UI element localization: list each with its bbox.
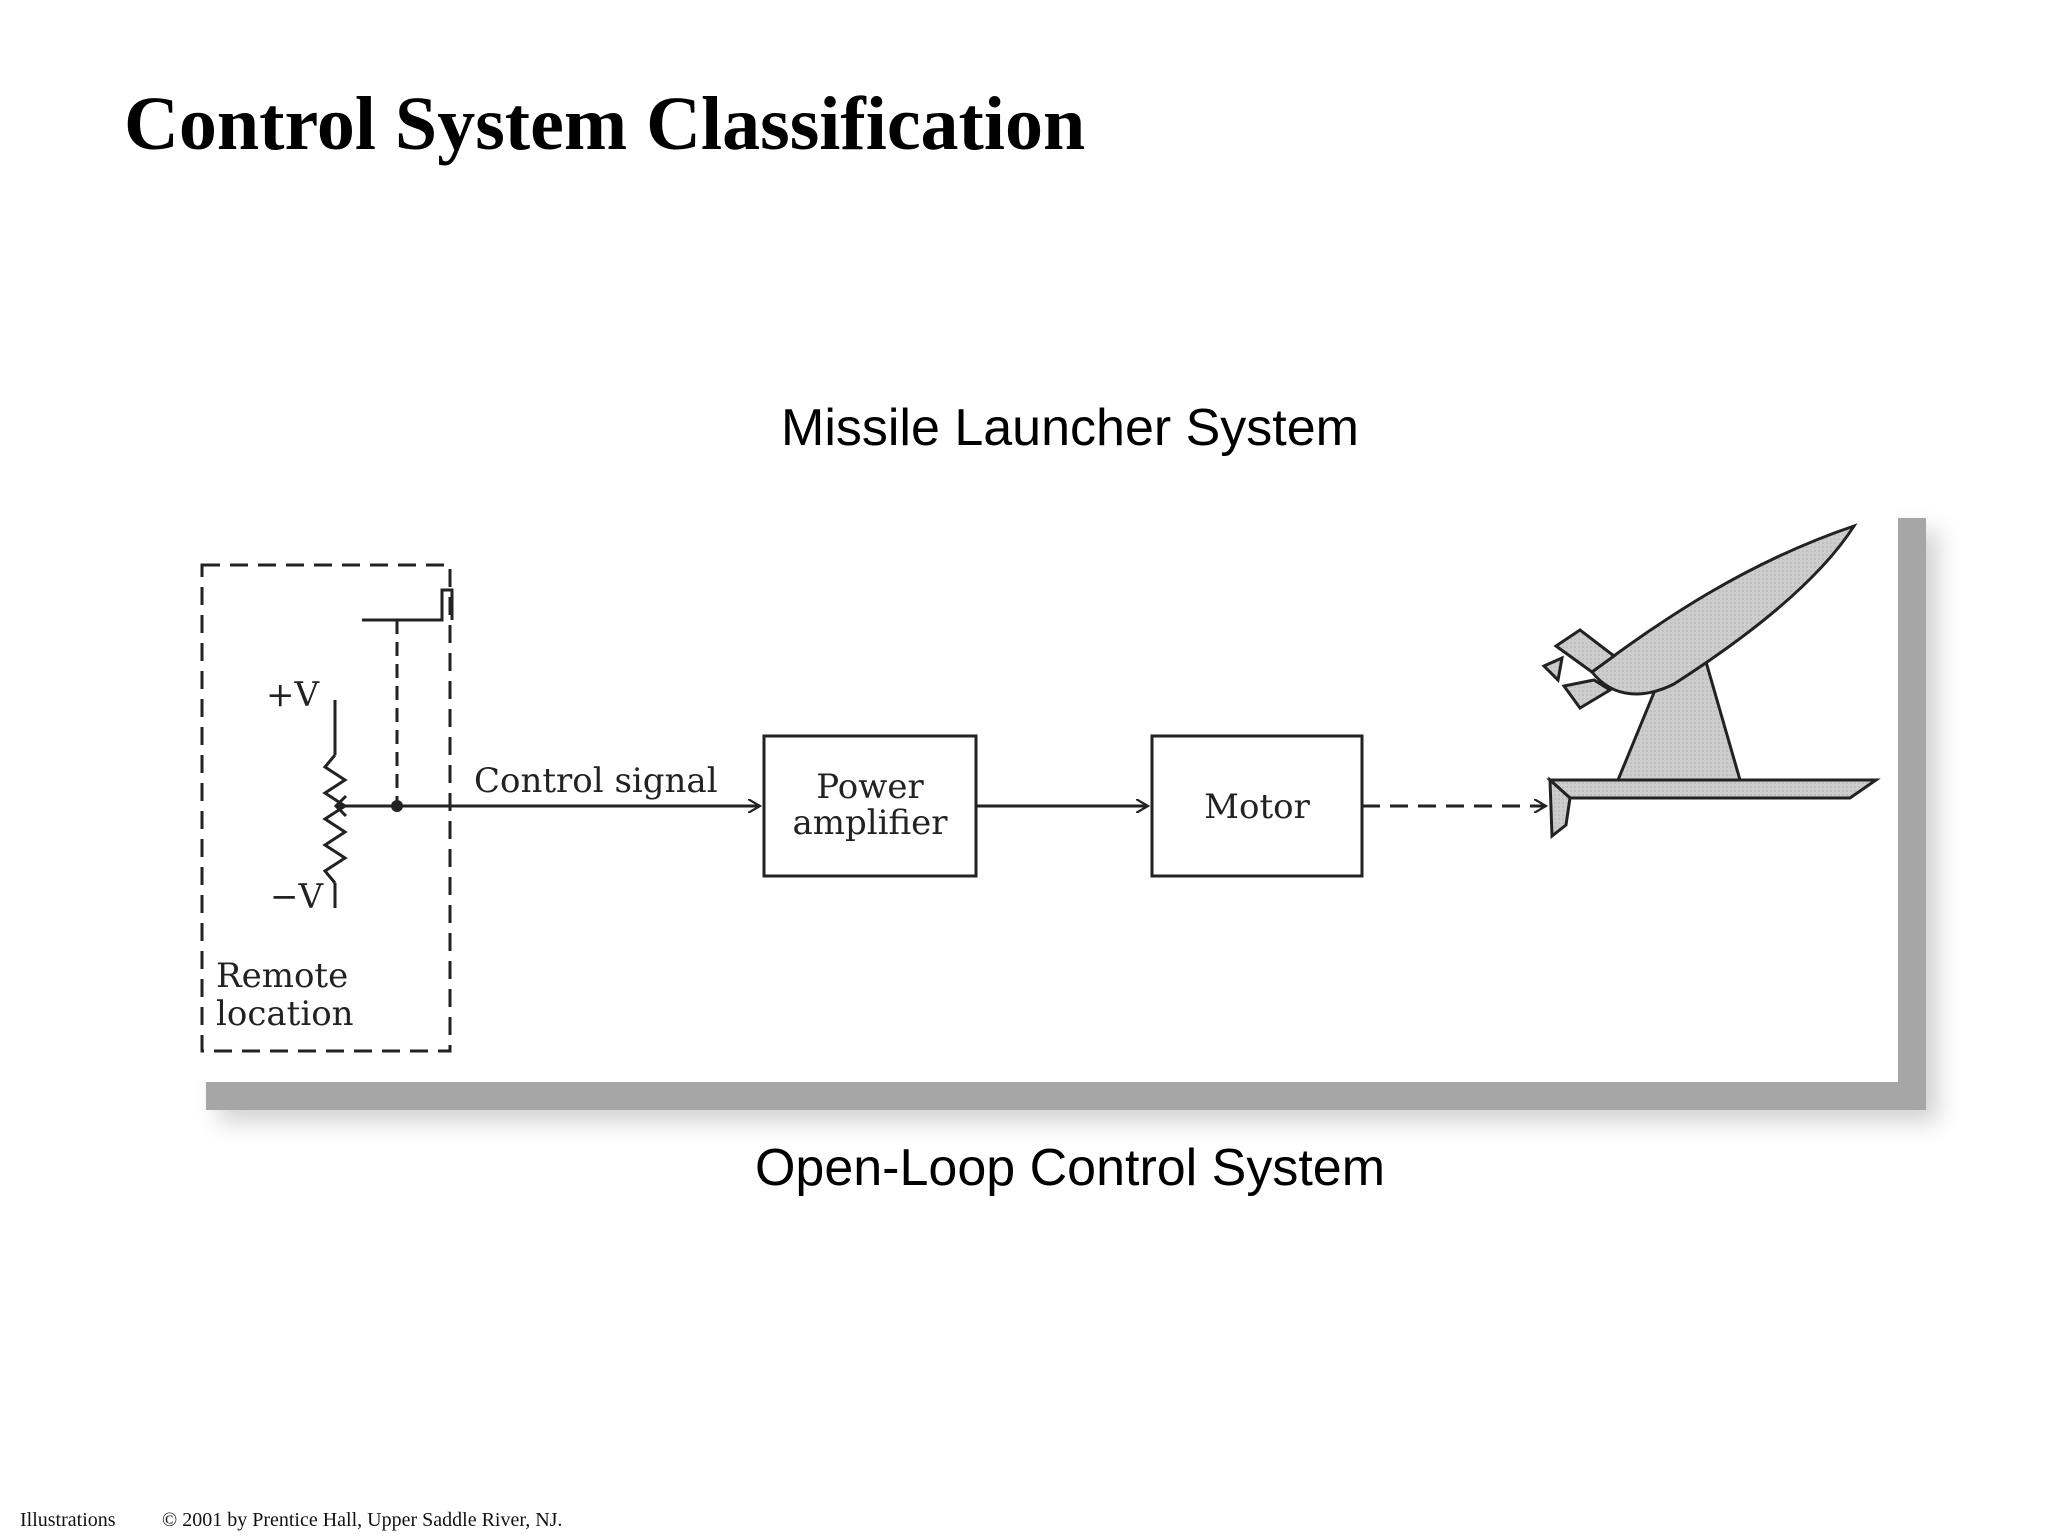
power-amplifier-label-line1: Power — [816, 767, 924, 807]
control-signal-label: Control signal — [474, 761, 718, 801]
motor-label: Motor — [1204, 787, 1310, 827]
footer-copyright: © 2001 by Prentice Hall, Upper Saddle Ri… — [162, 1509, 563, 1531]
minus-v-label: −V — [270, 877, 324, 917]
diagram-caption-top: Missile Launcher System — [781, 399, 1359, 457]
power-amplifier-label-line2: amplifier — [792, 803, 948, 843]
diagram-figure: +V −V Remote location Control signal Pow… — [178, 490, 1898, 1082]
diagram-caption-bottom: Open-Loop Control System — [754, 1139, 1386, 1197]
plus-v-label: +V — [266, 675, 320, 715]
remote-location-label-line1: Remote — [216, 956, 348, 996]
control-knob — [362, 588, 454, 622]
potentiometer-resistor — [322, 754, 348, 884]
remote-location-label-line2: location — [216, 994, 354, 1034]
footer-illustrations: Illustrations — [20, 1509, 116, 1531]
missile-launcher-icon — [1541, 523, 1881, 840]
open-loop-diagram-svg: +V −V Remote location Control signal Pow… — [200, 523, 1881, 1053]
slide-title: Control System Classification — [124, 82, 1086, 166]
remote-location-box — [200, 563, 452, 1053]
